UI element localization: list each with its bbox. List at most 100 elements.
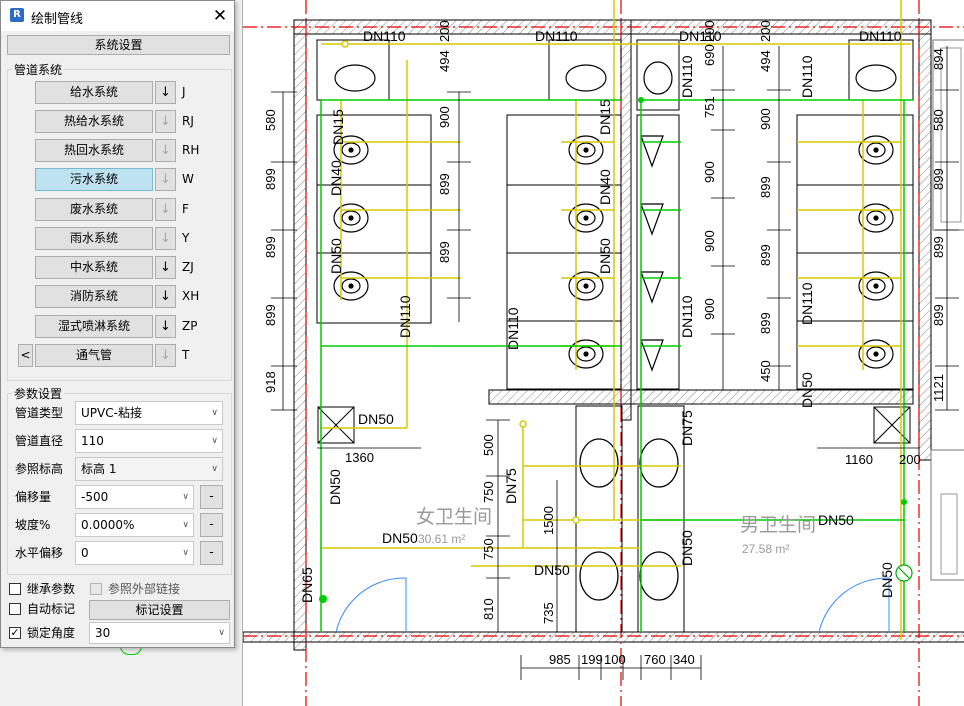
down-arrow-icon[interactable]: ↓ <box>155 256 176 279</box>
room-area-male: 27.58 m² <box>742 542 789 556</box>
dim-text: 810 <box>481 598 496 620</box>
lock-angle-checkbox[interactable]: ✓ <box>9 626 21 639</box>
down-arrow-icon[interactable]: ↓ <box>155 198 176 221</box>
label-dn50: DN50 <box>534 562 570 578</box>
close-icon[interactable]: ✕ <box>212 6 228 26</box>
dialog-title: 绘制管线 <box>31 12 84 27</box>
pipe-system-group-label: 管道系统 <box>12 61 65 78</box>
down-arrow-icon[interactable]: ↓ <box>155 110 176 133</box>
dim-text: 100 <box>604 652 626 667</box>
label-dn15: DN15 <box>330 109 346 145</box>
system-hotkey: ZP <box>182 319 198 333</box>
label-dn75: DN75 <box>503 468 519 504</box>
system-hotkey: RH <box>182 143 200 157</box>
dim-text: 1160 <box>845 452 873 467</box>
label-dn110: DN110 <box>859 28 902 44</box>
label-dn50: DN50 <box>328 238 344 274</box>
dim-text: 200 <box>437 20 452 42</box>
down-arrow-icon[interactable]: ↓ <box>155 227 176 250</box>
dim-text: 494 <box>758 50 773 72</box>
label-dn50: DN50 <box>818 512 854 528</box>
dim-text: 750 <box>481 538 496 560</box>
yellow-pipes <box>321 0 911 640</box>
label-dn50: DN50 <box>382 530 418 546</box>
drawing-canvas[interactable]: DN110 DN110 DN110 DN110 DN50 DN50 DN50 D… <box>242 0 964 706</box>
down-arrow-icon[interactable]: ↓ <box>155 168 176 191</box>
dim-text: 199 <box>581 652 603 667</box>
external-link-label: 参照外部链接 <box>108 582 181 596</box>
pipe-nodes <box>319 97 907 603</box>
offset-minus-button[interactable]: - <box>200 485 223 509</box>
dim-text: 899 <box>931 236 946 258</box>
door-swings <box>335 577 890 633</box>
lock-angle-label: 锁定角度 <box>27 626 76 640</box>
down-arrow-icon[interactable]: ↓ <box>155 139 176 162</box>
system-hotkey: ZJ <box>182 260 194 274</box>
lock-angle-select[interactable]: 30∨ <box>89 622 230 644</box>
dim-text: 900 <box>702 298 717 320</box>
param-group <box>7 393 232 575</box>
param-group-label: 参数设置 <box>12 385 65 402</box>
down-arrow-icon[interactable]: ↓ <box>155 315 176 338</box>
system-button-reclaimed[interactable]: 中水系统 <box>35 256 153 279</box>
down-arrow-icon[interactable]: ↓ <box>155 285 176 308</box>
dim-text: 899 <box>263 168 278 190</box>
washbasins <box>579 438 679 601</box>
dim-text: 751 <box>702 96 717 118</box>
system-button-rain[interactable]: 雨水系统 <box>35 227 153 250</box>
dim-text: 200 <box>899 452 921 467</box>
system-button-water-supply[interactable]: 给水系统 <box>35 81 153 104</box>
h-offset-input[interactable]: 0∨ <box>75 541 194 565</box>
auto-tag-checkbox[interactable] <box>9 603 21 615</box>
diameter-value: 110 <box>81 434 104 448</box>
pipe-type-value: UPVC-粘接 <box>81 406 142 420</box>
offset-value: -500 <box>81 490 109 504</box>
system-button-fire[interactable]: 消防系统 <box>35 285 153 308</box>
chevron-down-icon: ∨ <box>211 436 218 446</box>
system-button-sprinkler[interactable]: 湿式喷淋系统 <box>35 315 153 338</box>
dim-text: 899 <box>263 304 278 326</box>
pipe-type-select[interactable]: UPVC-粘接∨ <box>75 401 223 425</box>
system-button-vent[interactable]: 通气管 <box>35 344 153 367</box>
inherit-checkbox[interactable] <box>9 583 21 595</box>
scroll-left-button[interactable]: < <box>18 344 33 367</box>
dim-text: 900 <box>702 230 717 252</box>
label-dn65: DN65 <box>299 567 315 603</box>
dim-text: 500 <box>481 434 496 456</box>
diameter-select[interactable]: 110 ∨ <box>75 429 223 453</box>
system-button-hot-return[interactable]: 热回水系统 <box>35 139 153 162</box>
ref-level-select[interactable]: 标高 1∨ <box>75 457 223 481</box>
label-dn110: DN110 <box>799 55 815 98</box>
chevron-down-icon: ∨ <box>182 548 189 558</box>
tag-settings-button[interactable]: 标记设置 <box>89 600 230 620</box>
label-dn50: DN50 <box>799 372 815 408</box>
chevron-down-icon: ∨ <box>182 520 189 530</box>
offset-input[interactable]: -500 ∨ <box>75 485 194 509</box>
label-dn110: DN110 <box>505 307 521 350</box>
dim-text: 340 <box>673 652 695 667</box>
squat-toilets <box>333 135 894 369</box>
label-dn75: DN75 <box>679 410 695 446</box>
system-button-waste[interactable]: 废水系统 <box>35 198 153 221</box>
dim-text: 200 <box>758 20 773 42</box>
down-arrow-icon[interactable]: ↓ <box>155 344 176 367</box>
system-button-sewage[interactable]: 污水系统 <box>35 168 153 191</box>
h-offset-minus-button[interactable]: - <box>200 541 223 565</box>
slope-input[interactable]: 0.0000%∨ <box>75 513 194 537</box>
slope-minus-button[interactable]: - <box>200 513 223 537</box>
system-settings-button[interactable]: 系统设置 <box>7 35 230 55</box>
label-dn40: DN40 <box>328 160 344 196</box>
down-arrow-icon[interactable]: ↓ <box>155 81 176 104</box>
urinals <box>334 61 897 372</box>
system-button-hot-supply[interactable]: 热给水系统 <box>35 110 153 133</box>
chevron-down-icon: ∨ <box>182 492 189 502</box>
label-dn110: DN110 <box>679 295 695 338</box>
dim-text: 580 <box>263 109 278 131</box>
dialog-titlebar[interactable]: R 绘制管线 ✕ <box>1 1 234 31</box>
external-link-checkbox[interactable] <box>90 583 102 595</box>
label-dn110: DN110 <box>799 282 815 325</box>
dim-text: 900 <box>758 108 773 130</box>
dim-text: 900 <box>437 106 452 128</box>
yellow-nodes <box>341 40 580 524</box>
ref-level-value: 标高 1 <box>81 462 117 476</box>
